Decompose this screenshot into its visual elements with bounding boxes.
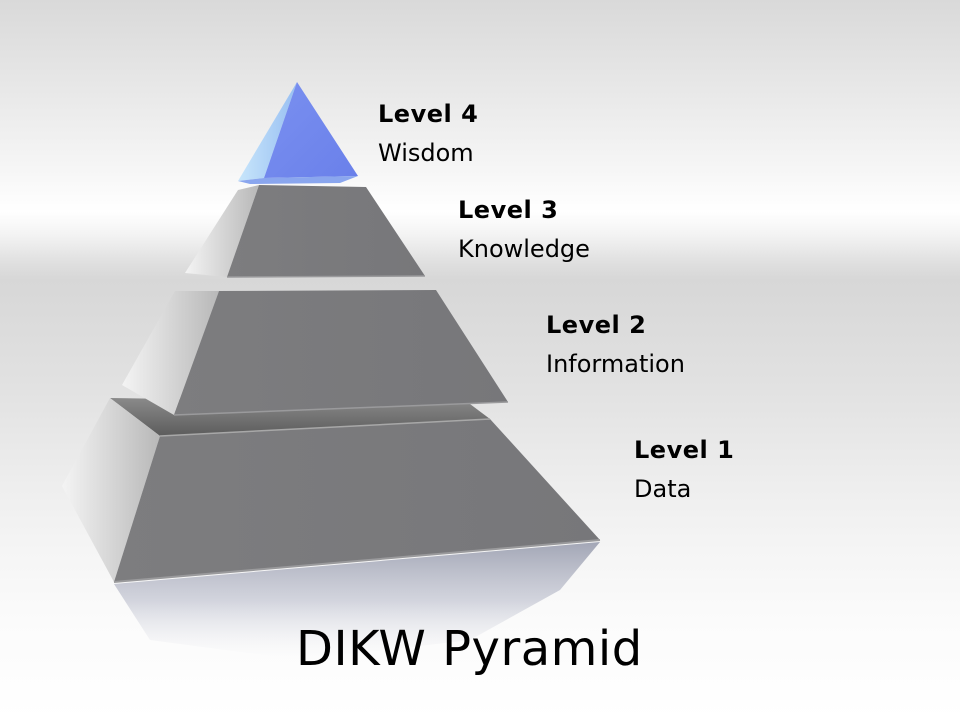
slide-title: DIKW Pyramid (296, 621, 643, 677)
level-4-number: Level 4 (378, 100, 479, 128)
pyramid-tier-level-3 (185, 185, 426, 278)
level-1-number: Level 1 (634, 436, 735, 464)
level-4-label: Level 4 Wisdom (378, 102, 478, 165)
level-2-name: Information (546, 350, 685, 378)
pyramid-reflection (114, 542, 600, 660)
level-3-name: Knowledge (458, 235, 590, 263)
pyramid-tier-level-4 (238, 82, 358, 184)
level-1-name: Data (634, 475, 692, 503)
level-2-number: Level 2 (546, 311, 647, 339)
pyramid-tier-level-2 (122, 290, 509, 416)
level-3-number: Level 3 (458, 196, 559, 224)
level-4-name: Wisdom (378, 139, 474, 167)
level-3-label: Level 3 Knowledge (458, 198, 590, 261)
level-2-label: Level 2 Information (546, 313, 685, 376)
level-1-label: Level 1 Data (634, 438, 734, 501)
